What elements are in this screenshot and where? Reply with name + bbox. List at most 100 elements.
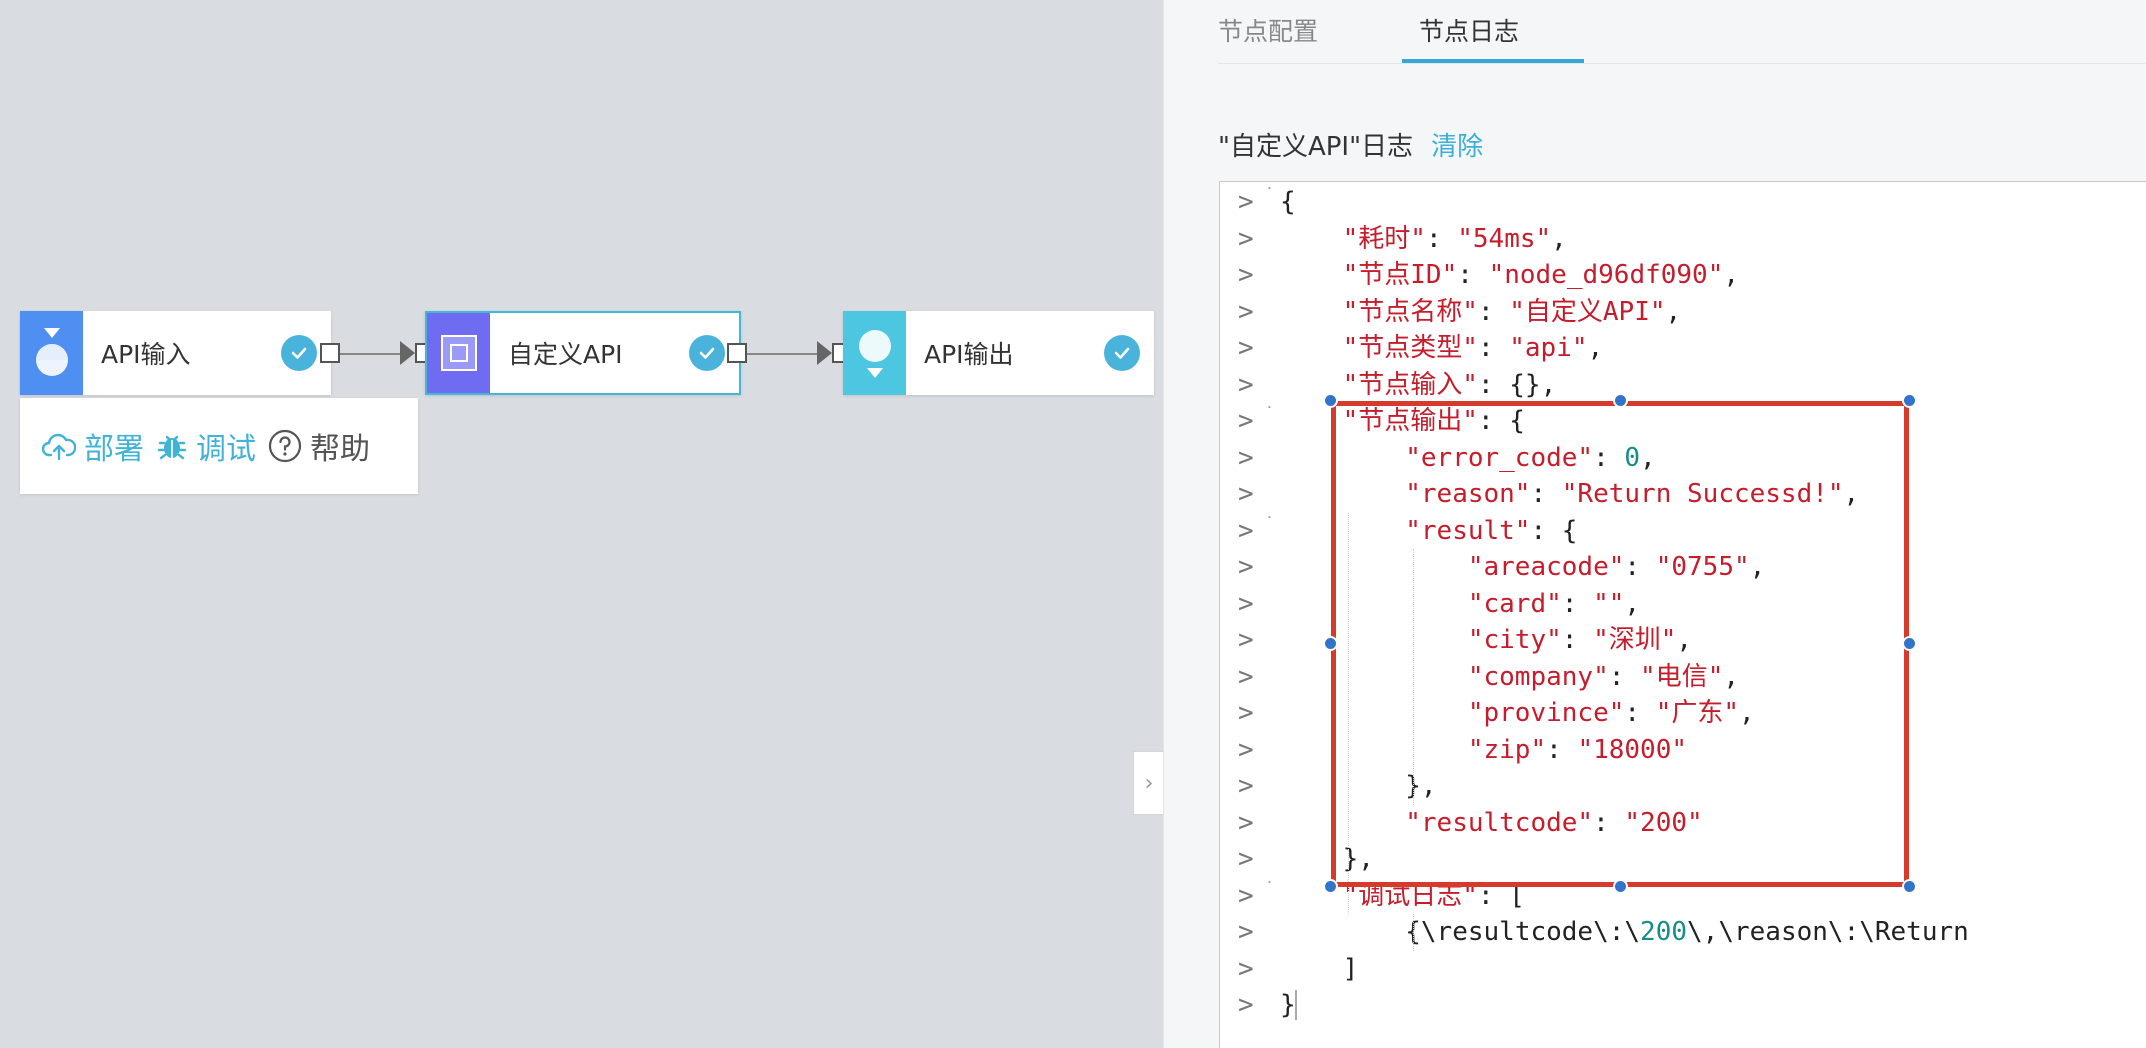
prompt-chevron-icon: > <box>1238 661 1254 692</box>
log-header: "自定义API"日志清除 <box>1218 126 1483 163</box>
log-line: > "province": "广东", <box>1220 695 2146 732</box>
log-viewer[interactable]: >˙{> "耗时": "54ms",> "节点ID": "node_d96df0… <box>1219 181 2146 1048</box>
log-line: > "zip": "18000" <box>1220 732 2146 769</box>
node-label: API输入 <box>101 340 191 369</box>
log-line-text: "result": { <box>1405 515 1578 546</box>
output-port[interactable] <box>320 343 340 363</box>
help-icon <box>268 429 302 463</box>
deploy-label: 部署 <box>84 432 144 467</box>
help-button[interactable]: 帮助 <box>268 424 370 468</box>
prompt-chevron-icon: > <box>1238 187 1254 217</box>
log-line-text: "province": "广东", <box>1467 698 1755 728</box>
prompt-chevron-icon: > <box>1238 734 1254 765</box>
fold-toggle-icon[interactable]: ˙ <box>1264 185 1275 206</box>
active-tab-indicator <box>1402 59 1584 63</box>
fold-toggle-icon[interactable]: ˙ <box>1264 878 1275 900</box>
success-check-icon <box>689 335 725 371</box>
log-line: > "耗时": "54ms", <box>1220 221 2146 258</box>
prompt-chevron-icon: > <box>1238 260 1254 290</box>
log-line-text: "节点类型": "api", <box>1342 333 1604 363</box>
resize-handle-ne[interactable] <box>1902 393 1917 408</box>
prompt-chevron-icon: > <box>1238 333 1254 363</box>
log-line: >} <box>1220 987 2146 1024</box>
deploy-button[interactable]: 部署 <box>42 424 144 468</box>
help-label: 帮助 <box>310 432 370 467</box>
resize-handle-s[interactable] <box>1613 879 1628 894</box>
api-input-icon <box>20 311 83 395</box>
connection-arrow-icon <box>817 341 832 365</box>
prompt-chevron-icon: > <box>1238 406 1254 436</box>
debug-label: 调试 <box>196 432 256 467</box>
right-panel: 节点配置 节点日志 "自定义API"日志清除 >˙{> "耗时": "54ms"… <box>1163 0 2146 1048</box>
indent-guide <box>1413 549 1414 805</box>
node-label: API输出 <box>924 340 1014 369</box>
cloud-upload-icon <box>42 433 76 461</box>
log-line-text: "节点输出": { <box>1342 406 1525 436</box>
resize-handle-w[interactable] <box>1323 636 1338 651</box>
chevron-right-icon: › <box>1144 770 1154 796</box>
log-line-text: } <box>1280 990 1296 1020</box>
log-line: > "company": "电信", <box>1220 659 2146 696</box>
resize-handle-se[interactable] <box>1902 879 1917 894</box>
prompt-chevron-icon: > <box>1238 552 1254 582</box>
indent-guide <box>1348 512 1349 914</box>
flow-canvas[interactable]: API输入 自定义API API输出 <box>0 0 1163 1048</box>
connection-arrow-icon <box>400 341 415 365</box>
node-custom-api[interactable]: 自定义API <box>425 311 741 395</box>
fold-toggle-icon[interactable]: ˙ <box>1264 404 1275 425</box>
log-line: > "节点名称": "自定义API", <box>1220 294 2146 331</box>
prompt-chevron-icon: > <box>1238 917 1254 947</box>
log-title: "自定义API"日志 <box>1218 132 1414 162</box>
prompt-chevron-icon: > <box>1238 880 1254 911</box>
log-line-text: }, <box>1342 844 1374 874</box>
resize-handle-n[interactable] <box>1613 393 1628 408</box>
api-output-icon <box>843 311 906 395</box>
prompt-chevron-icon: > <box>1238 479 1254 509</box>
log-line: > "reason": "Return Successd!", <box>1220 476 2146 513</box>
tab-node-config[interactable]: 节点配置 <box>1218 17 1319 46</box>
custom-api-icon <box>427 313 490 393</box>
log-line: > ˙{ <box>1220 184 2146 221</box>
log-line: > "card": "", <box>1220 586 2146 623</box>
log-line-text: "city": "深圳", <box>1467 625 1693 655</box>
debug-button[interactable]: 调试 <box>156 424 256 468</box>
resize-handle-e[interactable] <box>1902 636 1917 651</box>
resize-handle-nw[interactable] <box>1323 393 1338 408</box>
log-line-text: "节点名称": "自定义API", <box>1342 296 1682 327</box>
log-line-text: ] <box>1342 953 1359 984</box>
log-line: > "节点输入": {}, <box>1220 367 2146 404</box>
log-line: > ] <box>1220 951 2146 988</box>
panel-tabs: 节点配置 节点日志 <box>1218 0 2146 64</box>
log-line-text: "error_code": 0, <box>1405 442 1656 473</box>
log-line-text: "reason": "Return Successd!", <box>1405 479 1860 509</box>
fold-toggle-icon[interactable]: ˙ <box>1264 513 1275 535</box>
log-line: > "resultcode": "200" <box>1220 805 2146 842</box>
prompt-chevron-icon: > <box>1238 369 1254 400</box>
tab-node-log[interactable]: 节点日志 <box>1419 17 1520 46</box>
annotation-selection-box[interactable] <box>1331 401 1909 887</box>
log-line-text: "card": "", <box>1467 588 1641 619</box>
indent-guide <box>1413 914 1414 951</box>
log-line: > {\resultcode\:\200\,\reason\:\Return <box>1220 914 2146 951</box>
node-api-output[interactable]: API输出 <box>843 311 1154 395</box>
log-line-text: {\resultcode\:\200\,\reason\:\Return <box>1405 917 1969 947</box>
log-line-text: { <box>1280 187 1296 217</box>
output-port[interactable] <box>727 343 747 363</box>
log-line-text: "节点输入": {}, <box>1342 369 1557 400</box>
connection-line <box>340 353 402 355</box>
success-check-icon <box>1104 335 1140 371</box>
prompt-chevron-icon: > <box>1238 844 1254 874</box>
log-line: > "areacode": "0755", <box>1220 549 2146 586</box>
prompt-chevron-icon: > <box>1238 625 1254 655</box>
prompt-chevron-icon: > <box>1238 442 1254 473</box>
collapse-panel-button[interactable]: › <box>1133 751 1164 815</box>
prompt-chevron-icon: > <box>1238 990 1254 1020</box>
clear-log-button[interactable]: 清除 <box>1431 132 1484 162</box>
resize-handle-sw[interactable] <box>1323 879 1338 894</box>
node-toolbar: 部署 调试 帮助 <box>20 398 418 494</box>
prompt-chevron-icon: > <box>1238 296 1254 327</box>
prompt-chevron-icon: > <box>1238 807 1254 838</box>
node-api-input[interactable]: API输入 <box>20 311 331 395</box>
log-line: > "节点类型": "api", <box>1220 330 2146 367</box>
prompt-chevron-icon: > <box>1238 588 1254 619</box>
